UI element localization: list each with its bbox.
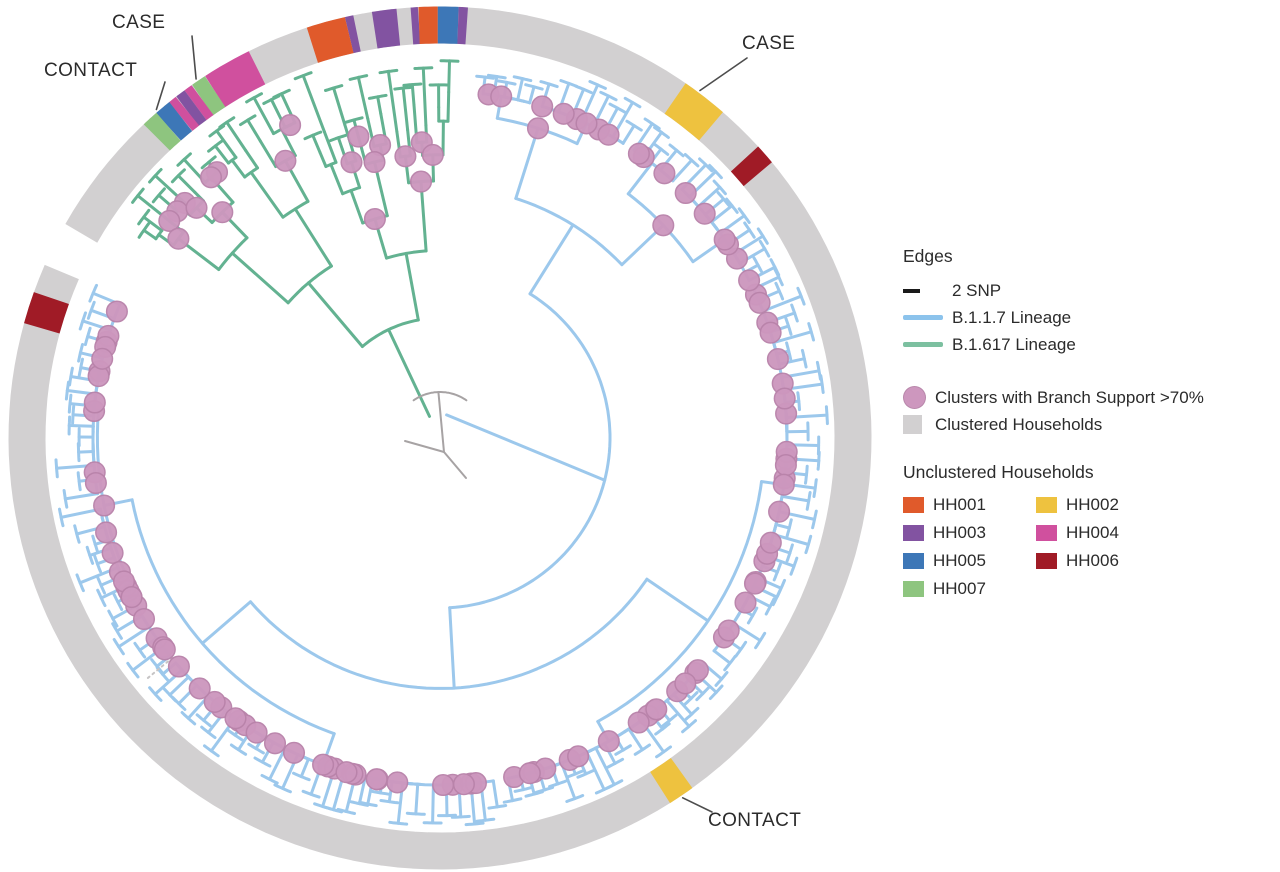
legend-item-hh006: HH006 — [1036, 547, 1196, 575]
cluster-node-icon — [903, 386, 943, 409]
annotation-case-top-right: CASE — [742, 33, 796, 54]
legend: Edges 2 SNP B.1.1.7 Lineage B.1.617 Line… — [903, 246, 1275, 603]
legend-item-label: B.1.617 Lineage — [952, 334, 1076, 354]
household-label: HH006 — [1066, 551, 1119, 570]
legend-unclustered-title: Unclustered Households — [903, 462, 1094, 482]
legend-item-b117-lineage: B.1.1.7 Lineage — [903, 304, 1275, 331]
hh006-swatch-icon — [1036, 553, 1057, 569]
household-label: HH007 — [933, 579, 986, 598]
legend-item-label: B.1.1.7 Lineage — [952, 307, 1072, 327]
legend-item-hh002: HH002 — [1036, 491, 1196, 519]
legend-item-hh003: HH003 — [903, 519, 1036, 547]
household-label: HH001 — [933, 495, 986, 514]
b1617-line-icon — [903, 342, 943, 347]
legend-item-hh001: HH001 — [903, 491, 1036, 519]
legend-item-clustered-households: Clustered Households — [903, 411, 1275, 438]
annotation-contact-bottom-right: CONTACT — [708, 810, 802, 831]
annotation-case-top-left: CASE — [112, 12, 166, 33]
household-label: HH003 — [933, 523, 986, 542]
legend-item-b1617-lineage: B.1.617 Lineage — [903, 331, 1275, 358]
legend-edges-title: Edges — [903, 246, 953, 266]
snp-dash-icon — [903, 288, 943, 293]
hh004-swatch-icon — [1036, 525, 1057, 541]
legend-item-cluster-support: Clusters with Branch Support >70% — [903, 384, 1275, 411]
b117-line-icon — [903, 315, 943, 320]
hh003-swatch-icon — [903, 525, 924, 541]
legend-item-hh005: HH005 — [903, 547, 1036, 575]
legend-item-label: 2 SNP — [952, 280, 1002, 300]
annotation-contact-top-left: CONTACT — [44, 60, 138, 81]
legend-item-hh004: HH004 — [1036, 519, 1196, 547]
legend-item-hh007: HH007 — [903, 575, 1036, 603]
legend-item-label: Clustered Households — [935, 414, 1103, 434]
hh001-swatch-icon — [903, 497, 924, 513]
household-label: HH002 — [1066, 495, 1119, 514]
household-label: HH004 — [1066, 523, 1119, 542]
hh007-swatch-icon — [903, 581, 924, 597]
clustered-household-swatch-icon — [903, 415, 943, 434]
household-label: HH005 — [933, 551, 986, 570]
unclustered-household-grid: HH001 HH002 HH003 HH004 HH005 HH006 HH00… — [903, 491, 1275, 603]
hh002-swatch-icon — [1036, 497, 1057, 513]
legend-item-snp: 2 SNP — [903, 277, 1275, 304]
legend-item-label: Clusters with Branch Support >70% — [935, 387, 1204, 407]
hh005-swatch-icon — [903, 553, 924, 569]
